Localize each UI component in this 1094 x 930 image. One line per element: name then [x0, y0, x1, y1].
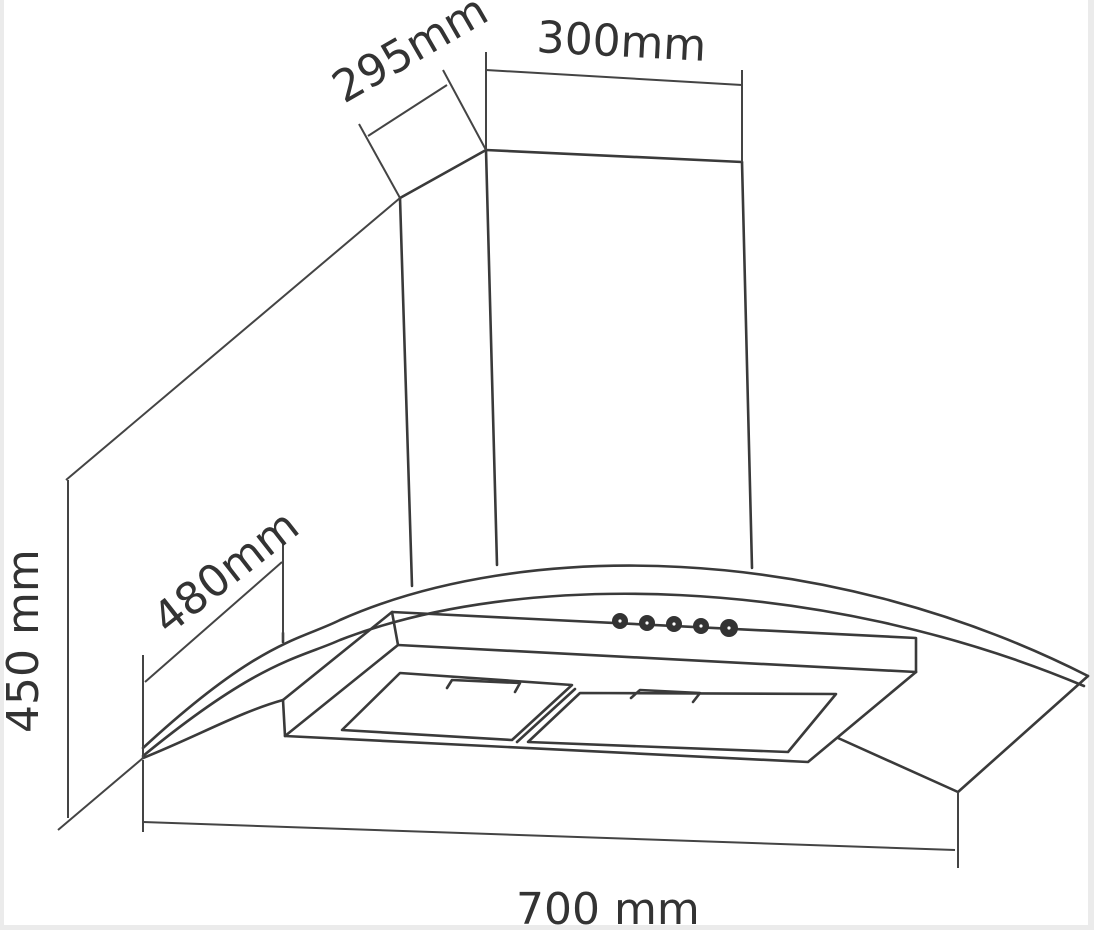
- glass-canopy: [141, 564, 1090, 794]
- dim-hood-depth: [142, 540, 284, 758]
- glass-right-edge: [956, 674, 1090, 794]
- grease-filters: [340, 671, 838, 754]
- right-filter-handle: [629, 688, 702, 704]
- glass-bottom-edge: [141, 592, 1086, 758]
- dim-overall-width: [142, 760, 959, 868]
- label-chimney-width: 300mm: [535, 12, 707, 72]
- filter-divider: [515, 687, 577, 744]
- glass-top-edge: [141, 564, 1090, 750]
- dim-chimney-width: [485, 52, 743, 162]
- chimney: [398, 148, 754, 588]
- label-overall-width: 700 mm: [516, 884, 700, 930]
- hood-bottom-frame: [281, 670, 918, 764]
- hood-panel-left-fold: [390, 610, 400, 647]
- chimney-back-left-edge: [398, 196, 414, 588]
- drawing-canvas: [4, 0, 1088, 925]
- hood-inner-left: [283, 643, 400, 738]
- chimney-top-edge: [398, 148, 744, 200]
- dim-overall-height: [57, 480, 144, 831]
- glass-underside-right: [836, 736, 960, 794]
- hood-panel-front-edge: [396, 643, 918, 674]
- left-filter: [340, 671, 574, 742]
- left-filter-handle: [445, 678, 522, 694]
- control-buttons: [612, 613, 738, 637]
- glass-underside-left: [141, 698, 285, 760]
- chimney-front-right-edge: [740, 160, 754, 570]
- hood-body: [281, 610, 918, 764]
- chimney-front-left-edge: [484, 148, 499, 567]
- dim-chimney-depth: [358, 69, 487, 199]
- right-filter: [526, 691, 838, 754]
- label-chimney-depth: 295mm: [324, 0, 496, 114]
- wall-line: [65, 197, 401, 481]
- label-overall-height: 450 mm: [0, 549, 49, 733]
